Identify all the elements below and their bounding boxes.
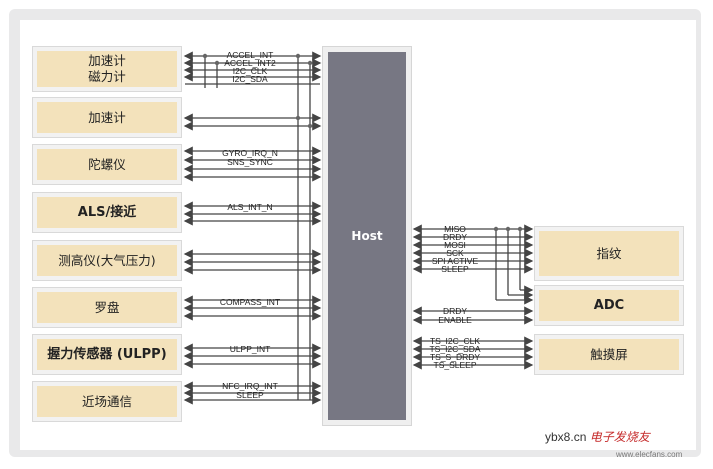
block-label: 罗盘: [37, 292, 177, 323]
block-label: 加速计 磁力计: [37, 51, 177, 87]
signal-label: I2C_CLK: [233, 66, 268, 76]
host-block: Host: [322, 46, 412, 426]
signal-label: MOSI: [444, 240, 466, 250]
block-altimeter: 测高仪(大气压力): [32, 240, 182, 281]
signal-label: I2C_SDA: [232, 74, 268, 84]
signal-label: SLEEP: [441, 264, 469, 274]
signal-label: TS_I2C_CLK: [430, 336, 480, 346]
block-grip-sensor: 握力传感器 (ULPP): [32, 334, 182, 375]
block-fingerprint: 指纹: [534, 226, 684, 281]
signal-label: DRDY: [443, 232, 467, 242]
block-label: ALS/接近: [37, 197, 177, 228]
signal-label: ENABLE: [438, 315, 472, 325]
signal-label: TS_I2C_SDA: [429, 344, 480, 354]
signal-label: TS_SLEEP: [434, 360, 477, 370]
signal-label: SPI ACTIVE: [432, 256, 479, 266]
block-compass: 罗盘: [32, 287, 182, 328]
signal-label: SCK: [446, 248, 464, 258]
signal-label: ACCEL_INT2: [224, 58, 276, 68]
watermark-suffix: .cn: [570, 430, 587, 444]
block-label: 陀螺仪: [37, 149, 177, 180]
block-label: 指纹: [539, 231, 679, 276]
block-label: 近场通信: [37, 386, 177, 417]
watermark-brand: 电子发烧友: [589, 430, 650, 444]
signal-label: COMPASS_INT: [220, 297, 280, 307]
block-label: 握力传感器 (ULPP): [37, 339, 177, 370]
block-label: ADC: [539, 290, 679, 321]
signal-label: MISO: [444, 224, 466, 234]
signal-label: GYRO_IRQ_N: [222, 148, 278, 158]
signal-label: ALS_INT_N: [227, 202, 272, 212]
block-als: ALS/接近: [32, 192, 182, 233]
block-label: 触摸屏: [539, 339, 679, 370]
signal-label: ULPP_INT: [230, 344, 271, 354]
signal-label: SLEEP: [236, 390, 264, 400]
block-touchscreen: 触摸屏: [534, 334, 684, 375]
signal-label: SNS_SYNC: [227, 157, 273, 167]
signal-label: NFC_IRQ_INT: [222, 381, 278, 391]
block-adc: ADC: [534, 285, 684, 326]
block-nfc: 近场通信: [32, 381, 182, 422]
block-label: 加速计: [37, 102, 177, 133]
signal-label: ACCEL_INT: [227, 50, 274, 60]
block-accel-mag: 加速计 磁力计: [32, 46, 182, 92]
block-label: 测高仪(大气压力): [37, 245, 177, 276]
watermark-url: www.elecfans.com: [616, 450, 683, 459]
watermark-site: ybx8: [545, 430, 571, 444]
signal-label: DRDY: [443, 306, 467, 316]
host-label: Host: [328, 52, 406, 420]
watermark: ybx8.cn 电子发烧友: [545, 428, 650, 445]
block-accel: 加速计: [32, 97, 182, 138]
block-gyro: 陀螺仪: [32, 144, 182, 185]
signal-label: TS_S_DRDY: [430, 352, 480, 362]
